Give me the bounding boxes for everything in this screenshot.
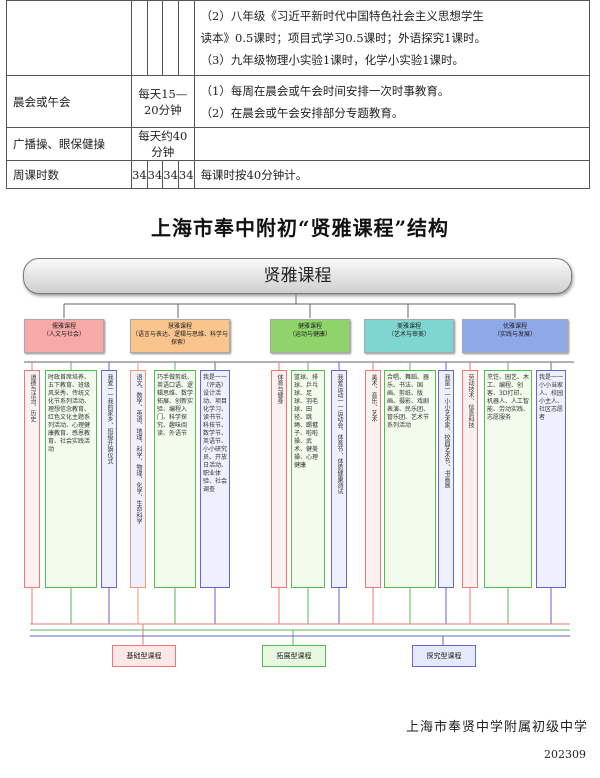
course-column-text: 合唱、舞蹈、器乐、书法、国画、剪纸、版画、摄影、戏剧表演、民乐团、管乐团、艺术节… — [387, 374, 430, 429]
row2-label: 晨会或午会 — [6, 75, 132, 128]
course-column-text: 语文、数学、英语、地理、科学、物理、化学、生命科学 — [135, 374, 142, 524]
basic-course-box: 基础型课程 — [112, 645, 176, 667]
course-column-text: 我是一一小小艺术家、校园艺术节、书画展 — [443, 374, 450, 488]
category-meiya: 美雅课程 （艺术与审美） — [364, 319, 454, 353]
category-huiya: 慧雅课程 （语言与表达、逻辑与思维、科学与探索） — [130, 319, 230, 353]
course-column-text: 我是一一小小当家人、校园小主人、社区志愿者 — [539, 374, 564, 421]
row1-line-b: 读本》0.5课时；项目式学习0.5课时；外语探究1课时。 — [200, 31, 486, 45]
course-column-text: 巧手做剪纸、英语口语、逻辑思维、数学拓展、创新实验、编程入门、科学探究、趣味阅读… — [157, 374, 194, 437]
course-column: 语文、数学、英语、地理、科学、物理、化学、生命科学 — [130, 370, 146, 588]
row3-label: 广播操、眼保健操 — [6, 127, 132, 161]
course-column: 我爱运动一一运动会、体育节、体质健康测试 — [331, 370, 347, 588]
course-column: 我是一一小小艺术家、校园艺术节、书画展 — [438, 370, 454, 588]
category-sub: （艺术与审美） — [387, 331, 430, 338]
course-column-text: 美术、音乐、艺术 — [370, 374, 377, 422]
row4-note: 每课时按40分钟计。 — [193, 160, 591, 189]
course-column: 道德与法治、历史 — [24, 370, 40, 588]
row4-value: 34 — [162, 160, 179, 189]
inquiry-course-box: 探究型课程 — [412, 645, 476, 667]
category-youya: 优雅课程 （实践与发展） — [462, 319, 568, 353]
category-sub: （运动与健康） — [288, 331, 331, 338]
row1-line-c: （3）九年级物理小实验1课时，化学小实验1课时。 — [200, 53, 465, 67]
row2-line-b: （2）在晨会或午会安排部分专题教育。 — [200, 105, 404, 120]
category-ruya: 儒雅课程 （人文与社会） — [24, 319, 104, 353]
category-name: 健雅课程 — [297, 323, 322, 330]
row4-value: 34 — [131, 160, 148, 189]
course-column: 巧手做剪纸、英语口语、逻辑思维、数学拓展、创新实验、编程入门、科学探究、趣味阅读… — [154, 370, 196, 588]
course-column: 篮球、排球、乒乓球、足球、羽毛球、田径、跳绳、踢毽子、啦啦操、武术、健美操、心理… — [291, 370, 325, 588]
category-name: 儒雅课程 — [51, 323, 76, 330]
course-column: 时政首席培养、五下教育、班级风采秀、传统文化节系列活动、理想信念教育、红色文化主… — [45, 370, 97, 588]
course-column-text: 我是一一（评选）设计活动、项目化学习、读书节、科技节、数学节、英语节、小小研究员… — [203, 374, 228, 493]
course-column-text: 道德与法治、历史 — [29, 374, 36, 422]
category-name: 美雅课程 — [396, 323, 421, 330]
row2-duration: 每天15—20分钟 — [131, 75, 195, 128]
row2-details: （1）每周在晨会或午会时间安排一次时事教育。 （2）在晨会或午会安排部分专题教育… — [193, 75, 591, 128]
course-column: 劳动技术、信息科技 — [462, 370, 478, 588]
diagram-title: 上海市奉中附初“贤雅课程”结构 — [150, 216, 449, 240]
category-sub: （语言与表达、逻辑与思维、科学与探索） — [131, 331, 228, 346]
course-column: 合唱、舞蹈、器乐、书法、国画、剪纸、版画、摄影、戏剧表演、民乐团、管乐团、艺术节… — [384, 370, 436, 588]
curriculum-diagram: 贤雅课程 儒雅课程 （人文与社会） 慧雅课程 （语言与表达、逻辑与思维、科学与探… — [0, 252, 600, 672]
schedule-table: （2）八年级《习近平新时代中国特色社会主义思想学生 读本》0.5课时；项目式学习… — [6, 0, 591, 189]
row1-details: （2）八年级《习近平新时代中国特色社会主义思想学生 读本》0.5课时；项目式学习… — [193, 0, 591, 76]
category-name: 优雅课程 — [502, 323, 527, 330]
category-name: 慧雅课程 — [167, 323, 192, 330]
course-column-text: 我爱一一我的家乡、班级升旗仪式 — [106, 374, 113, 464]
row1-line-a: （2）八年级《习近平新时代中国特色社会主义思想学生 — [200, 9, 484, 23]
document-date: 202309 — [544, 748, 586, 761]
row4-label: 周课时数 — [6, 160, 132, 189]
course-column-text: 篮球、排球、乒乓球、足球、羽毛球、田径、跳绳、踢毽子、啦啦操、武术、健美操、心理… — [294, 374, 319, 469]
row4-value: 34 — [177, 160, 195, 189]
course-column-text: 烹饪、园艺、木工、编程、创客、3D打印、机器人、人工智能、劳动实践、志愿服务 — [487, 374, 530, 421]
course-column: 体育与健身 — [271, 370, 287, 588]
course-column: 烹饪、园艺、木工、编程、创客、3D打印、机器人、人工智能、劳动实践、志愿服务 — [484, 370, 532, 588]
category-sub: （实践与发展） — [493, 331, 536, 338]
course-column-text: 体育与健身 — [276, 374, 283, 404]
row1-label-cell — [6, 0, 132, 76]
extended-course-box: 拓展型课程 — [262, 645, 326, 667]
row4-value: 34 — [146, 160, 164, 189]
course-column-text: 时政首席培养、五下教育、班级风采秀、传统文化节系列活动、理想信念教育、红色文化主… — [48, 374, 91, 453]
school-name: 上海市奉贤中学附属初级中学 — [405, 720, 588, 735]
root-node: 贤雅课程 — [23, 258, 572, 294]
row2-line-a: （1）每周在晨会或午会时间安排一次时事教育。 — [200, 83, 450, 98]
course-column: 我爱一一我的家乡、班级升旗仪式 — [101, 370, 117, 588]
course-column: 我是一一小小当家人、校园小主人、社区志愿者 — [536, 370, 566, 588]
connector-lines — [24, 292, 574, 645]
category-sub: （人文与社会） — [42, 331, 85, 338]
course-column-text: 我爱运动一一运动会、体育节、体质健康测试 — [336, 374, 343, 494]
course-column: 我是一一（评选）设计活动、项目化学习、读书节、科技节、数学节、英语节、小小研究员… — [200, 370, 230, 588]
course-column-text: 劳动技术、信息科技 — [467, 374, 474, 428]
row3-duration: 每天约40分钟 — [131, 127, 195, 161]
course-column: 美术、音乐、艺术 — [365, 370, 381, 588]
category-jianya: 健雅课程 （运动与健康） — [270, 319, 350, 353]
